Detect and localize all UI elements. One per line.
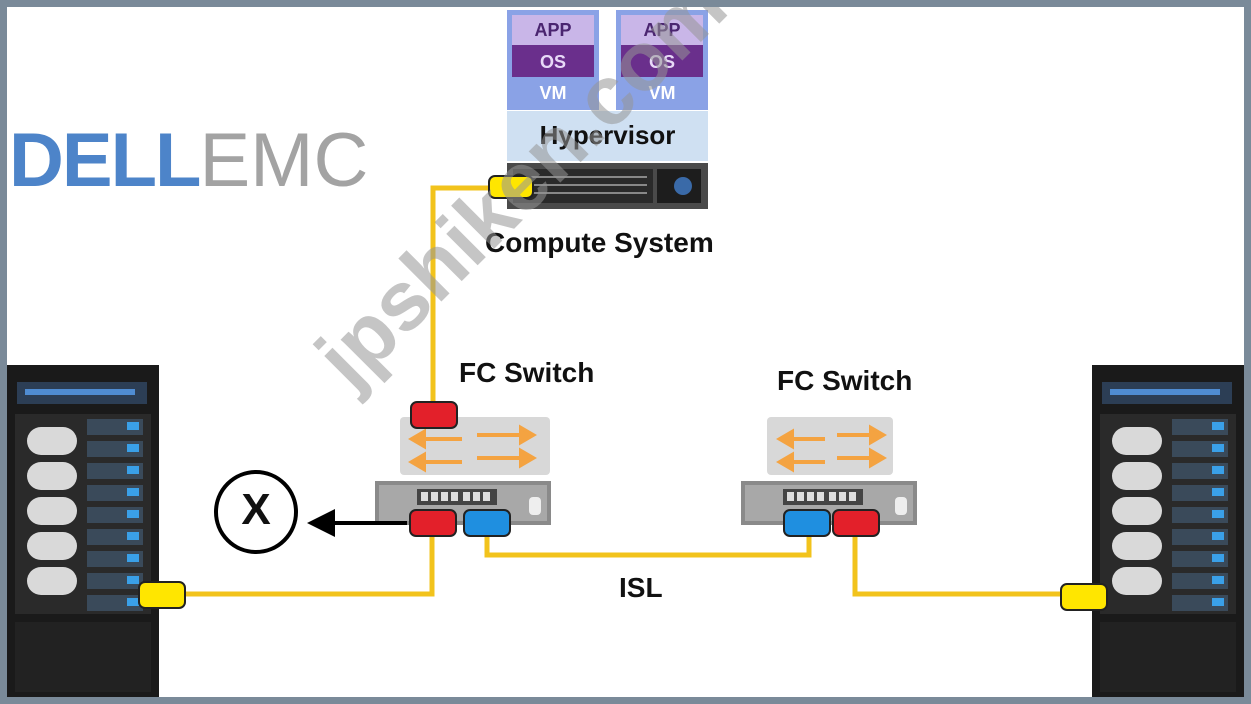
switch-left-port-storage (409, 509, 457, 537)
vm2-os-label: OS (648, 52, 675, 72)
storage-array-left (7, 365, 159, 697)
vm1-vm-label: VM (539, 83, 567, 103)
failure-arrow (307, 509, 407, 537)
hypervisor-label: Hypervisor (539, 120, 676, 150)
isl-label: ISL (619, 572, 663, 603)
storage-right-port (1060, 583, 1108, 611)
hypervisor-layer (507, 111, 708, 161)
compute-system-label: Compute System (485, 227, 714, 258)
storage-array-right (1092, 365, 1244, 697)
vm2-vm-label: VM (648, 83, 676, 103)
fc-switch-right-label: FC Switch (777, 365, 913, 396)
vm2-app-label: APP (643, 20, 681, 40)
switch-right-port-storage (832, 509, 880, 537)
switch-left-isl-port (463, 509, 511, 537)
failure-marker-circle (214, 470, 298, 554)
fc-switch-right (741, 417, 917, 525)
vm-stack-1 (507, 10, 599, 110)
storage-left-port (138, 581, 186, 609)
compute-server (507, 163, 708, 209)
switch-left-port-compute (410, 401, 458, 429)
compute-hba-port (488, 175, 534, 199)
diagram-graphics (7, 10, 1244, 697)
vm-stack-2 (616, 10, 708, 110)
fc-switch-left-label: FC Switch (459, 357, 595, 388)
switch-right-isl-port (783, 509, 831, 537)
diagram-canvas: DELLEMC APP OS VM APP OS VM Hypervisor C… (7, 7, 1244, 697)
fc-switch-left (375, 417, 551, 525)
failure-marker-label: X (241, 485, 271, 534)
vm1-os-label: OS (539, 52, 566, 72)
cables (175, 185, 1069, 597)
vm1-app-label: APP (534, 20, 572, 40)
dell-emc-logo: DELLEMC (9, 118, 369, 203)
